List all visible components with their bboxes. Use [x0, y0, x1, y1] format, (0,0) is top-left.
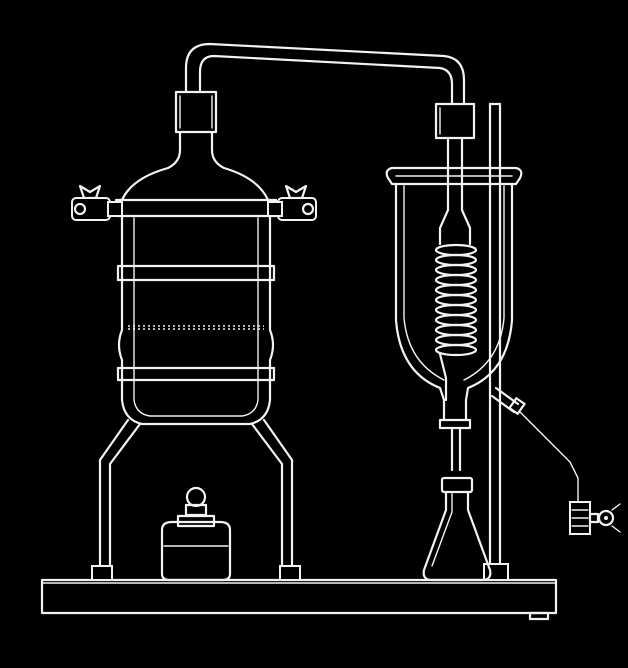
receiver-flask [422, 476, 492, 582]
water-line [519, 411, 579, 503]
vapor-tube [184, 42, 466, 106]
retort-stand [483, 102, 509, 581]
cooling-coil [434, 243, 478, 402]
condenser-jacket [385, 102, 526, 472]
wing-clamp [71, 184, 317, 221]
retort-legs [91, 418, 301, 581]
base-board [40, 578, 558, 621]
retort-vessel [114, 90, 278, 426]
stopcock [569, 501, 621, 535]
spirit-lamp [160, 486, 232, 582]
